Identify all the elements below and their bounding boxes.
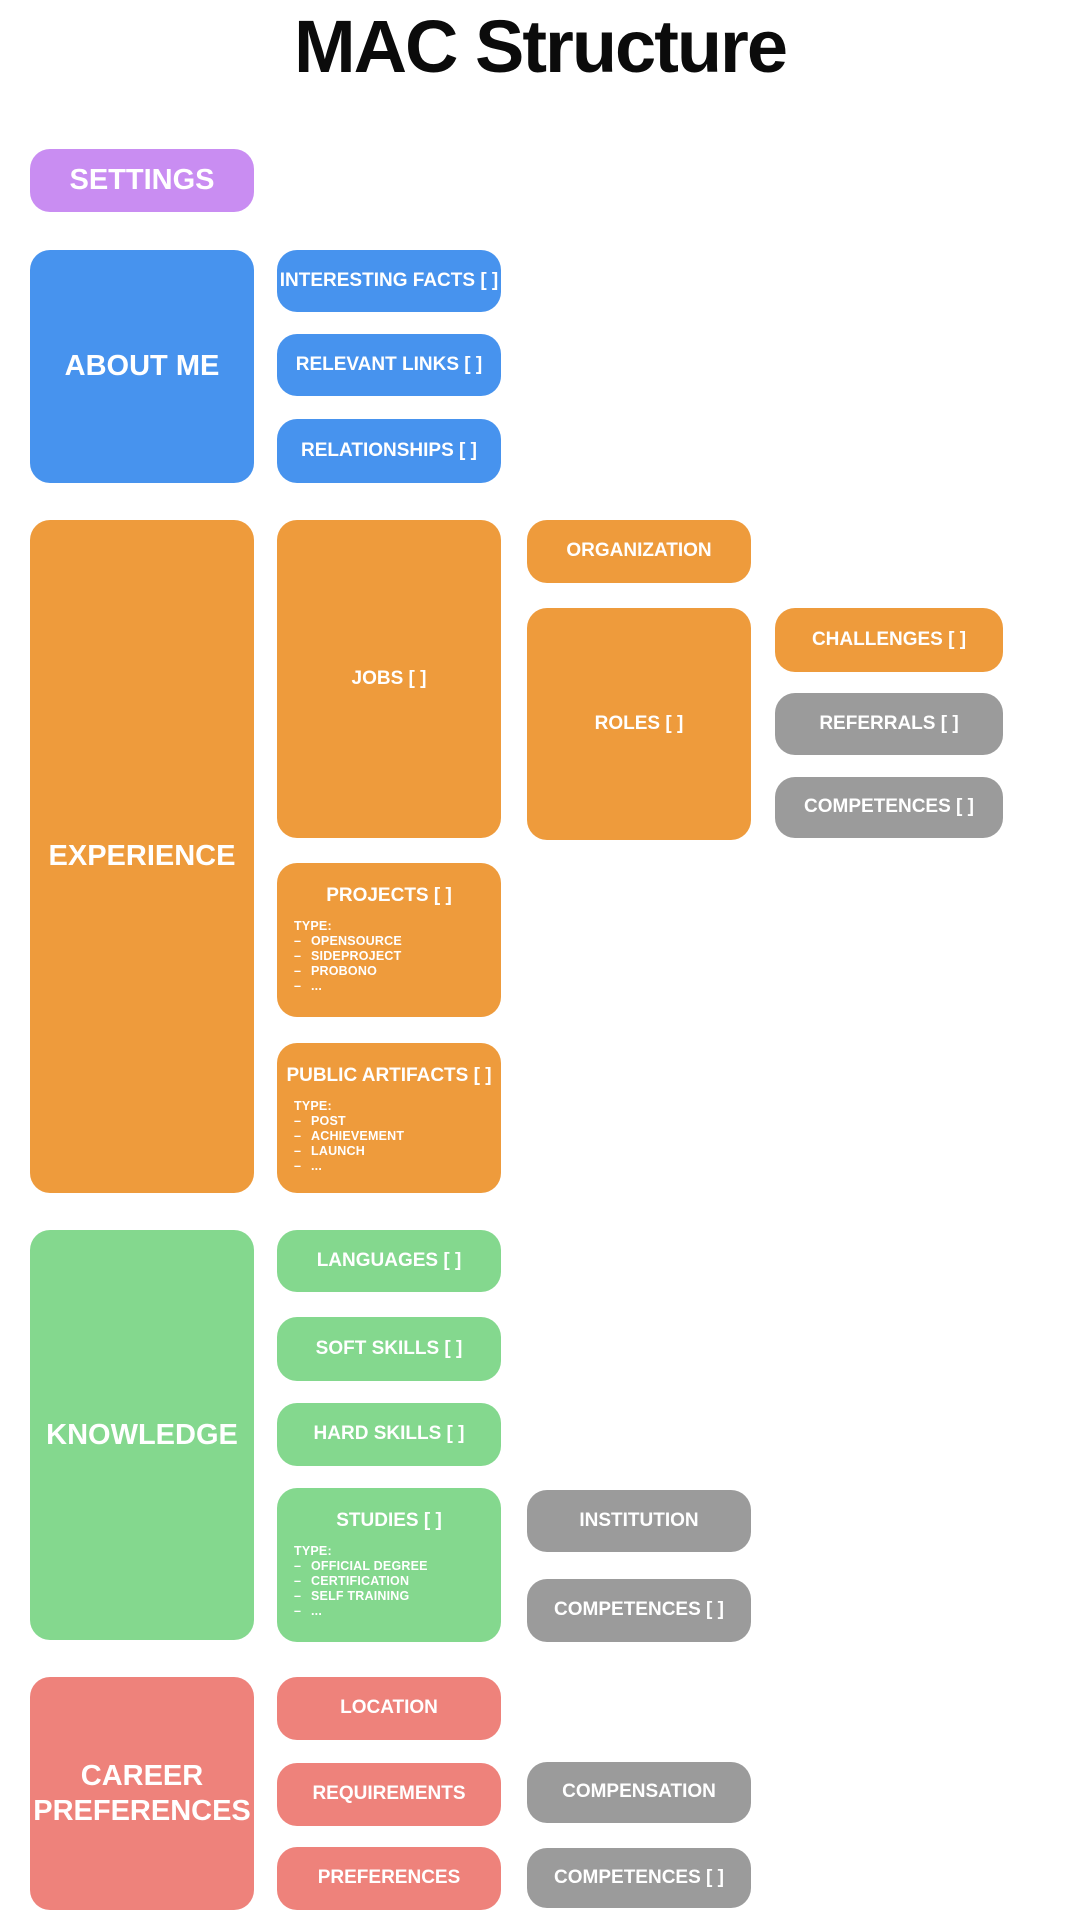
studies-type-label: TYPE: [294, 1544, 332, 1558]
type-list-item: –... [294, 1604, 501, 1619]
type-item-label: ACHIEVEMENT [311, 1129, 405, 1143]
node-organization: ORGANIZATION [527, 520, 751, 583]
node-relationships: RELATIONSHIPS [ ] [277, 419, 501, 483]
projects-title: PROJECTS [ ] [326, 885, 452, 906]
dash-bullet: – [294, 1114, 302, 1128]
relevant-links-label: RELEVANT LINKS [ ] [295, 353, 483, 375]
compensation-label: COMPENSATION [562, 1781, 716, 1803]
node-competences-knowledge: COMPETENCES [ ] [527, 1579, 751, 1642]
career-preferences-label: CAREER PREFERENCES [33, 1759, 251, 1827]
node-jobs: JOBS [ ] [277, 520, 501, 838]
dash-bullet: – [294, 964, 302, 978]
node-roles: ROLES [ ] [527, 608, 751, 840]
interesting-facts-label: INTERESTING FACTS [ ] [279, 269, 499, 291]
type-item-label: POST [311, 1114, 346, 1128]
challenges-label: CHALLENGES [ ] [811, 628, 967, 650]
type-item-label: ... [311, 1604, 323, 1618]
type-list-item: –ACHIEVEMENT [294, 1129, 501, 1144]
node-competences-career: COMPETENCES [ ] [527, 1848, 751, 1908]
node-hard-skills: HARD SKILLS [ ] [277, 1403, 501, 1466]
settings-label: SETTINGS [69, 164, 215, 197]
competences-career-label: COMPETENCES [ ] [554, 1866, 724, 1888]
type-list-item: –OFFICIAL DEGREE [294, 1559, 501, 1574]
dash-bullet: – [294, 1604, 302, 1618]
node-projects: PROJECTS [ ] TYPE: –OPENSOURCE–SIDEPROJE… [277, 863, 501, 1017]
type-item-label: SELF TRAINING [311, 1589, 410, 1603]
type-item-label: OFFICIAL DEGREE [311, 1559, 428, 1573]
type-item-label: ... [311, 979, 323, 993]
node-interesting-facts: INTERESTING FACTS [ ] [277, 250, 501, 312]
node-studies: STUDIES [ ] TYPE: –OFFICIAL DEGREE–CERTI… [277, 1488, 501, 1642]
soft-skills-label: SOFT SKILLS [ ] [315, 1337, 463, 1359]
type-list-item: –OPENSOURCE [294, 934, 501, 949]
dash-bullet: – [294, 934, 302, 948]
type-item-label: CERTIFICATION [311, 1574, 410, 1588]
roles-label: ROLES [ ] [594, 712, 684, 734]
projects-type-label: TYPE: [294, 919, 332, 933]
studies-type-list: –OFFICIAL DEGREE–CERTIFICATION–SELF TRAI… [294, 1559, 501, 1619]
dash-bullet: – [294, 1159, 302, 1173]
type-item-label: SIDEPROJECT [311, 949, 402, 963]
node-knowledge: KNOWLEDGE [30, 1230, 254, 1640]
node-institution: INSTITUTION [527, 1490, 751, 1552]
type-item-label: LAUNCH [311, 1144, 365, 1158]
type-list-item: –... [294, 979, 501, 994]
dash-bullet: – [294, 1559, 302, 1573]
node-relevant-links: RELEVANT LINKS [ ] [277, 334, 501, 396]
knowledge-label: KNOWLEDGE [46, 1418, 238, 1451]
requirements-label: REQUIREMENTS [312, 1783, 466, 1805]
dash-bullet: – [294, 1574, 302, 1588]
node-soft-skills: SOFT SKILLS [ ] [277, 1317, 501, 1381]
type-list-item: –LAUNCH [294, 1144, 501, 1159]
node-preferences: PREFERENCES [277, 1847, 501, 1910]
type-list-item: –PROBONO [294, 964, 501, 979]
type-list-item: –SIDEPROJECT [294, 949, 501, 964]
page-title: MAC Structure [293, 5, 788, 88]
dash-bullet: – [294, 979, 302, 993]
type-item-label: ... [311, 1159, 323, 1173]
about-me-label: ABOUT ME [64, 350, 220, 383]
organization-label: ORGANIZATION [566, 540, 712, 562]
type-item-label: OPENSOURCE [311, 934, 402, 948]
hard-skills-label: HARD SKILLS [ ] [313, 1423, 465, 1445]
type-list-item: –... [294, 1159, 501, 1174]
node-requirements: REQUIREMENTS [277, 1763, 501, 1826]
institution-label: INSTITUTION [579, 1509, 699, 1531]
public-artifacts-type-label: TYPE: [294, 1099, 332, 1113]
type-list-item: –CERTIFICATION [294, 1574, 501, 1589]
type-item-label: PROBONO [311, 964, 377, 978]
preferences-label: PREFERENCES [317, 1867, 461, 1889]
dash-bullet: – [294, 949, 302, 963]
node-challenges: CHALLENGES [ ] [775, 608, 1003, 672]
node-public-artifacts: PUBLIC ARTIFACTS [ ] TYPE: –POST–ACHIEVE… [277, 1043, 501, 1193]
node-experience: EXPERIENCE [30, 520, 254, 1193]
node-referrals: REFERRALS [ ] [775, 693, 1003, 755]
competences-knowledge-label: COMPETENCES [ ] [554, 1599, 724, 1621]
node-languages: LANGUAGES [ ] [277, 1230, 501, 1292]
dash-bullet: – [294, 1129, 302, 1143]
languages-label: LANGUAGES [ ] [316, 1249, 462, 1271]
node-settings: SETTINGS [30, 149, 254, 212]
type-list-item: –POST [294, 1114, 501, 1129]
jobs-label: JOBS [ ] [351, 667, 427, 689]
node-career-preferences: CAREER PREFERENCES [30, 1677, 254, 1910]
node-about-me: ABOUT ME [30, 250, 254, 483]
dash-bullet: – [294, 1589, 302, 1603]
competences-experience-label: COMPETENCES [ ] [804, 796, 974, 818]
type-list-item: –SELF TRAINING [294, 1589, 501, 1604]
referrals-label: REFERRALS [ ] [819, 712, 959, 734]
node-compensation: COMPENSATION [527, 1762, 751, 1823]
projects-type-list: –OPENSOURCE–SIDEPROJECT–PROBONO–... [294, 934, 501, 994]
node-competences-experience: COMPETENCES [ ] [775, 777, 1003, 838]
dash-bullet: – [294, 1144, 302, 1158]
experience-label: EXPERIENCE [48, 840, 236, 873]
public-artifacts-type-list: –POST–ACHIEVEMENT–LAUNCH–... [294, 1114, 501, 1174]
studies-title: STUDIES [ ] [336, 1510, 442, 1531]
relationships-label: RELATIONSHIPS [ ] [301, 439, 477, 461]
node-location: LOCATION [277, 1677, 501, 1740]
location-label: LOCATION [340, 1697, 438, 1719]
public-artifacts-title: PUBLIC ARTIFACTS [ ] [286, 1065, 492, 1086]
